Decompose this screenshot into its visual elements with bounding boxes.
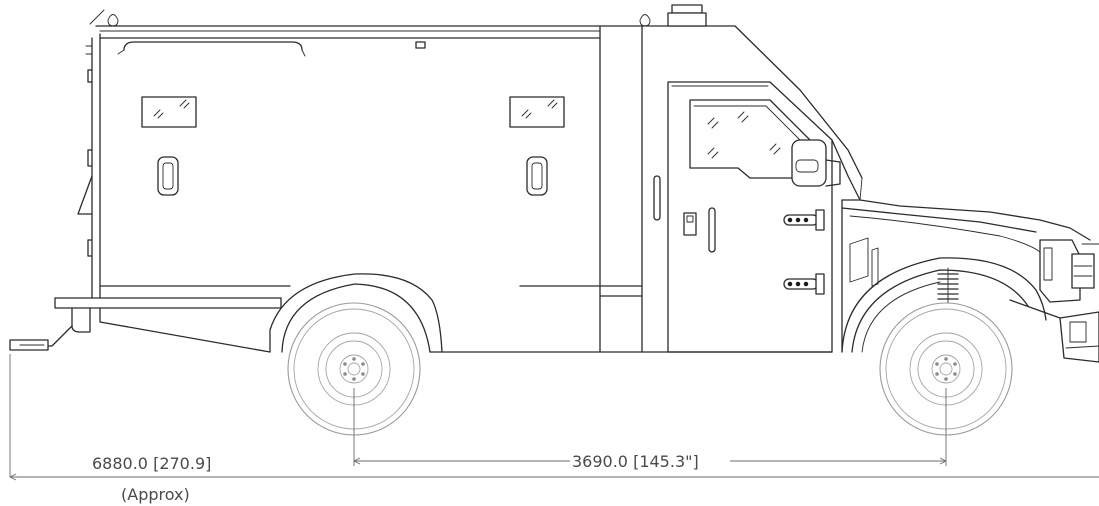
rear-bumper (9, 297, 282, 351)
cab-door-handle-right (708, 207, 716, 253)
rear-gun-port (157, 156, 179, 196)
front-roof-hook (639, 14, 651, 27)
wheelbase-dimension: 3690.0 [145.3"] (353, 388, 947, 471)
wheelbase-label: 3690.0 [145.3"] (572, 452, 699, 471)
front-suspension-spring (937, 267, 959, 305)
rear-wheel-lug-nuts (343, 357, 365, 381)
rear-door-hardware (77, 45, 93, 257)
side-mirror (791, 139, 827, 187)
cab-door-handle-left (653, 175, 661, 221)
mid-gun-port (526, 156, 548, 196)
roof-light-bar (667, 4, 707, 27)
front-wheel-lug-nuts (935, 357, 957, 381)
rear-roof-hook (89, 9, 119, 27)
overall-length-dimension: 6880.0 [270.9] (Approx) (9, 354, 1099, 504)
cab (653, 81, 841, 353)
hood-and-front-end (831, 139, 1099, 363)
front-fender (841, 257, 1047, 353)
roof-grab-rail (117, 41, 306, 57)
roof-marker-light (415, 41, 426, 49)
overall-length-label: 6880.0 [270.9] (92, 454, 211, 473)
mid-side-window (509, 96, 565, 128)
door-hinge-lower (783, 273, 825, 295)
door-hinge-upper (783, 209, 825, 231)
rear-wheel (287, 302, 421, 436)
rear-side-window (141, 96, 197, 128)
overall-length-note: (Approx) (121, 485, 190, 504)
rear-fender (269, 273, 443, 353)
